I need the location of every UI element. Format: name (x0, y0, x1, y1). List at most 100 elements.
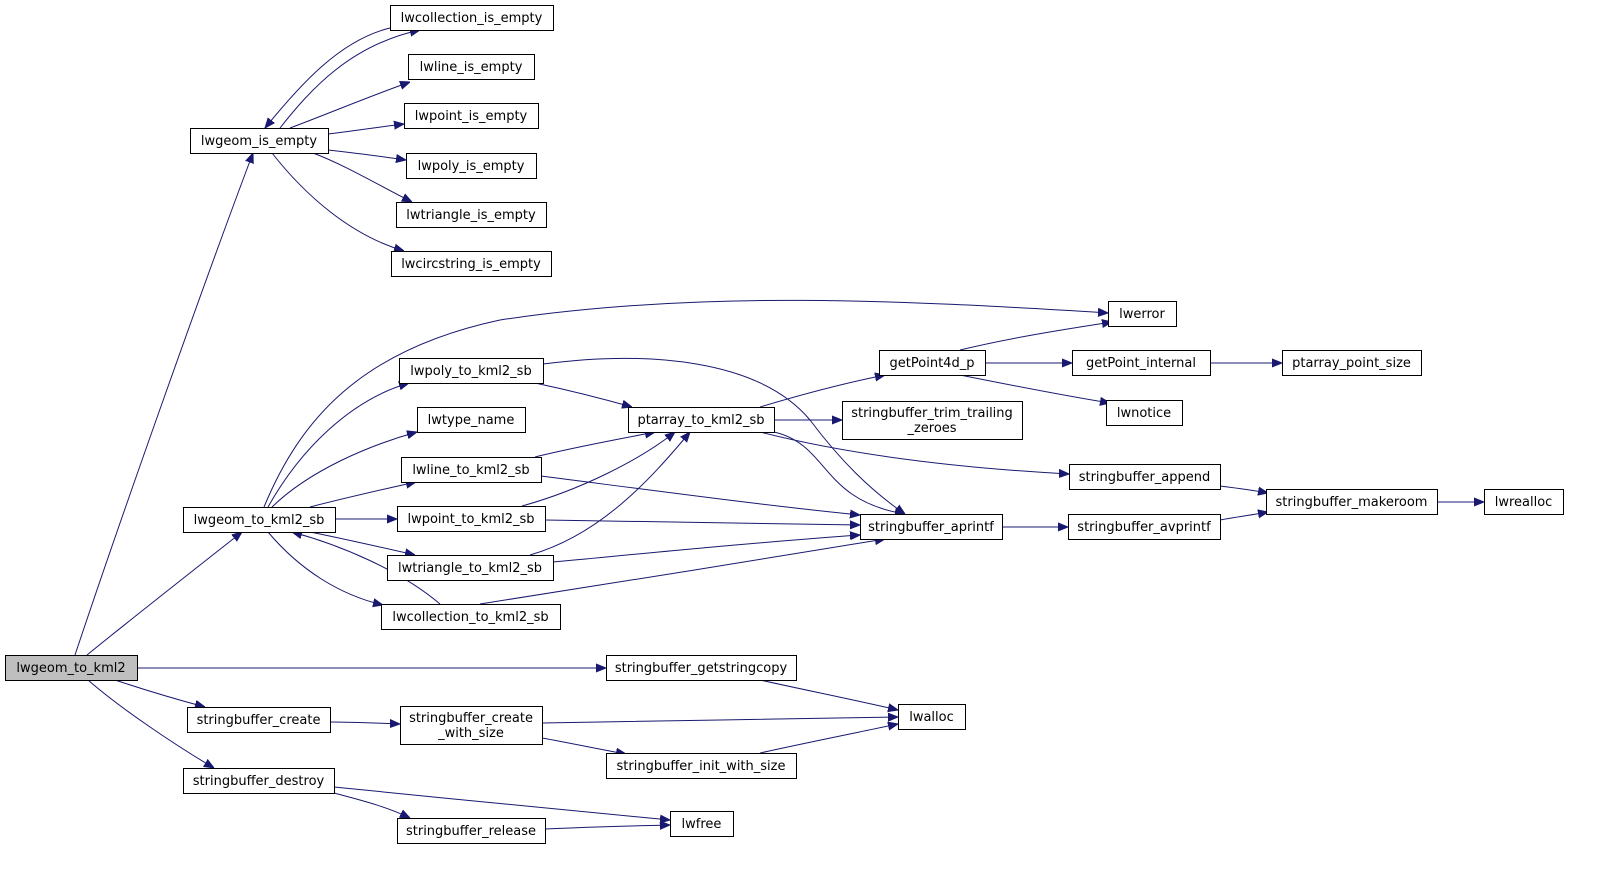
edge-lwcollection-is-empty-to-lwgeom-is-empty (265, 27, 391, 128)
node-label: lwtriangle_to_kml2_sb (398, 561, 542, 576)
node-box (842, 401, 1023, 440)
node-box (406, 153, 537, 179)
edge-lwgeom-to-kml2-to-stringbuffer-create (114, 679, 205, 707)
node-getPoint-internal[interactable]: getPoint_internal (1072, 350, 1211, 376)
node-label: lwalloc (909, 710, 954, 725)
node-box (898, 704, 966, 730)
node-label: stringbuffer_avprintf (1077, 520, 1211, 535)
node-ptarray-point-size[interactable]: ptarray_point_size (1282, 350, 1422, 376)
node-label: lwgeom_is_empty (201, 134, 318, 149)
edge-lwtriangle-to-kml2-sb-to-stringbuffer-aprintf (552, 535, 860, 563)
node-label: stringbuffer_makeroom (1276, 495, 1428, 510)
node-lwline-to-kml2-sb[interactable]: lwline_to_kml2_sb (401, 457, 542, 483)
node-stringbuffer-create-with-size[interactable]: stringbuffer_create_with_size (400, 706, 543, 745)
node-stringbuffer-destroy[interactable]: stringbuffer_destroy (183, 768, 335, 794)
node-lwrealloc[interactable]: lwrealloc (1484, 489, 1564, 515)
node-box (1068, 514, 1221, 540)
node-box (879, 350, 986, 376)
edge-lwpoly-to-kml2-sb-to-stringbuffer-aprintf (542, 357, 905, 514)
node-label: lwline_to_kml2_sb (412, 463, 529, 478)
node-box (1266, 489, 1438, 515)
node-label: stringbuffer_init_with_size (617, 759, 786, 774)
node-lwtype-name[interactable]: lwtype_name (417, 407, 526, 433)
node-box (397, 818, 546, 844)
node-lwpoint-is-empty[interactable]: lwpoint_is_empty (404, 103, 539, 129)
node-lwtriangle-is-empty[interactable]: lwtriangle_is_empty (396, 202, 547, 228)
node-lwtriangle-to-kml2-sb[interactable]: lwtriangle_to_kml2_sb (387, 555, 554, 581)
node-stringbuffer-makeroom[interactable]: stringbuffer_makeroom (1266, 489, 1438, 515)
node-lwfree[interactable]: lwfree (670, 811, 734, 837)
edge-stringbuffer-release-to-lwfree (544, 825, 670, 829)
node-ptarray-to-kml2-sb[interactable]: ptarray_to_kml2_sb (628, 407, 775, 433)
edge-stringbuffer-create-to-stringbuffer-create-with-size (329, 722, 400, 724)
node-label: lwfree (682, 817, 722, 832)
edge-lwgeom-to-kml2-sb-to-lwpoly-to-kml2-sb (267, 383, 409, 508)
node-box (399, 358, 544, 384)
node-box (1484, 489, 1564, 515)
node-label: stringbuffer_getstringcopy (615, 661, 788, 676)
node-label: lwpoly_is_empty (418, 159, 525, 174)
node-box (408, 54, 535, 80)
node-label: ptarray_point_size (1292, 356, 1411, 371)
node-stringbuffer-aprintf[interactable]: stringbuffer_aprintf (860, 514, 1003, 540)
node-lwalloc[interactable]: lwalloc (898, 704, 966, 730)
node-lwerror[interactable]: lwerror (1108, 301, 1177, 327)
node-lwpoly-is-empty[interactable]: lwpoly_is_empty (406, 153, 537, 179)
node-box (400, 706, 543, 745)
node-box (183, 768, 335, 794)
edge-lwgeom-to-kml2-sb-to-lwerror (263, 299, 1108, 508)
node-stringbuffer-release[interactable]: stringbuffer_release (397, 818, 546, 844)
node-stringbuffer-create[interactable]: stringbuffer_create (187, 707, 331, 733)
edge-stringbuffer-append-to-stringbuffer-makeroom (1219, 485, 1268, 493)
edge-lwgeom-to-kml2-to-lwgeom-to-kml2-sb (86, 532, 242, 656)
edge-lwgeom-to-kml2-to-stringbuffer-destroy (87, 679, 214, 768)
edge-lwpoly-to-kml2-sb-to-ptarray-to-kml2-sb (534, 382, 632, 407)
node-box (1072, 350, 1211, 376)
node-box (860, 514, 1003, 540)
node-lwgeom-to-kml2[interactable]: lwgeom_to_kml2 (5, 655, 138, 681)
edge-lwgeom-to-kml2-sb-to-lwcollection-to-kml2-sb (267, 531, 383, 605)
edge-lwgeom-is-empty-to-lwpoint-is-empty (327, 124, 404, 135)
node-box (396, 202, 547, 228)
node-lwcircstring-is-empty[interactable]: lwcircstring_is_empty (391, 251, 552, 277)
edge-ptarray-to-kml2-sb-to-stringbuffer-aprintf (773, 431, 905, 514)
node-lwcollection-is-empty[interactable]: lwcollection_is_empty (390, 5, 554, 31)
edge-stringbuffer-create-with-size-to-lwalloc (541, 717, 898, 724)
node-lwline-is-empty[interactable]: lwline_is_empty (408, 54, 535, 80)
edge-getPoint4d-p-to-lwerror (959, 322, 1112, 351)
node-stringbuffer-getstringcopy[interactable]: stringbuffer_getstringcopy (606, 655, 797, 681)
node-label: lwcollection_is_empty (401, 11, 543, 26)
node-label: ptarray_to_kml2_sb (637, 413, 764, 428)
edge-lwline-to-kml2-sb-to-ptarray-to-kml2-sb (534, 432, 655, 458)
node-lwgeom-is-empty[interactable]: lwgeom_is_empty (190, 128, 329, 154)
node-box (1069, 464, 1221, 490)
node-lwcollection-to-kml2-sb[interactable]: lwcollection_to_kml2_sb (381, 604, 561, 630)
node-box (606, 753, 797, 779)
node-stringbuffer-init-with-size[interactable]: stringbuffer_init_with_size (606, 753, 797, 779)
edge-stringbuffer-destroy-to-stringbuffer-release (333, 792, 410, 818)
edge-lwgeom-to-kml2-sb-to-lwline-to-kml2-sb (309, 482, 416, 508)
node-label: stringbuffer_release (406, 824, 536, 839)
edge-stringbuffer-destroy-to-lwfree (333, 786, 670, 820)
edge-ptarray-to-kml2-sb-to-getPoint4d-p (759, 375, 885, 408)
node-lwpoint-to-kml2-sb[interactable]: lwpoint_to_kml2_sb (397, 506, 546, 532)
edge-lwpoint-to-kml2-sb-to-ptarray-to-kml2-sb (521, 432, 675, 507)
edge-lwgeom-is-empty-to-lwpoly-is-empty (327, 149, 406, 160)
node-label: stringbuffer_create (409, 711, 533, 726)
node-stringbuffer-append[interactable]: stringbuffer_append (1069, 464, 1221, 490)
node-label: getPoint_internal (1086, 356, 1196, 371)
node-box (417, 407, 526, 433)
node-box (390, 5, 554, 31)
nodes-layer: lwgeom_to_kml2 lwgeom_is_empty lwcollectio… (5, 5, 1564, 844)
node-label: lwtype_name (428, 413, 515, 428)
node-label: lwgeom_to_kml2 (16, 661, 125, 676)
node-lwnotice[interactable]: lwnotice (1106, 400, 1183, 426)
edge-getPoint4d-p-to-lwnotice (959, 374, 1110, 403)
node-stringbuffer-avprintf[interactable]: stringbuffer_avprintf (1068, 514, 1221, 540)
node-lwgeom-to-kml2-sb[interactable]: lwgeom_to_kml2_sb (183, 507, 336, 533)
node-lwpoly-to-kml2-sb[interactable]: lwpoly_to_kml2_sb (399, 358, 544, 384)
node-getPoint4d-p[interactable]: getPoint4d_p (879, 350, 986, 376)
node-stringbuffer-trim-trailing-zeroes[interactable]: stringbuffer_trim_trailing_zeroes (842, 401, 1023, 440)
node-box (1106, 400, 1183, 426)
